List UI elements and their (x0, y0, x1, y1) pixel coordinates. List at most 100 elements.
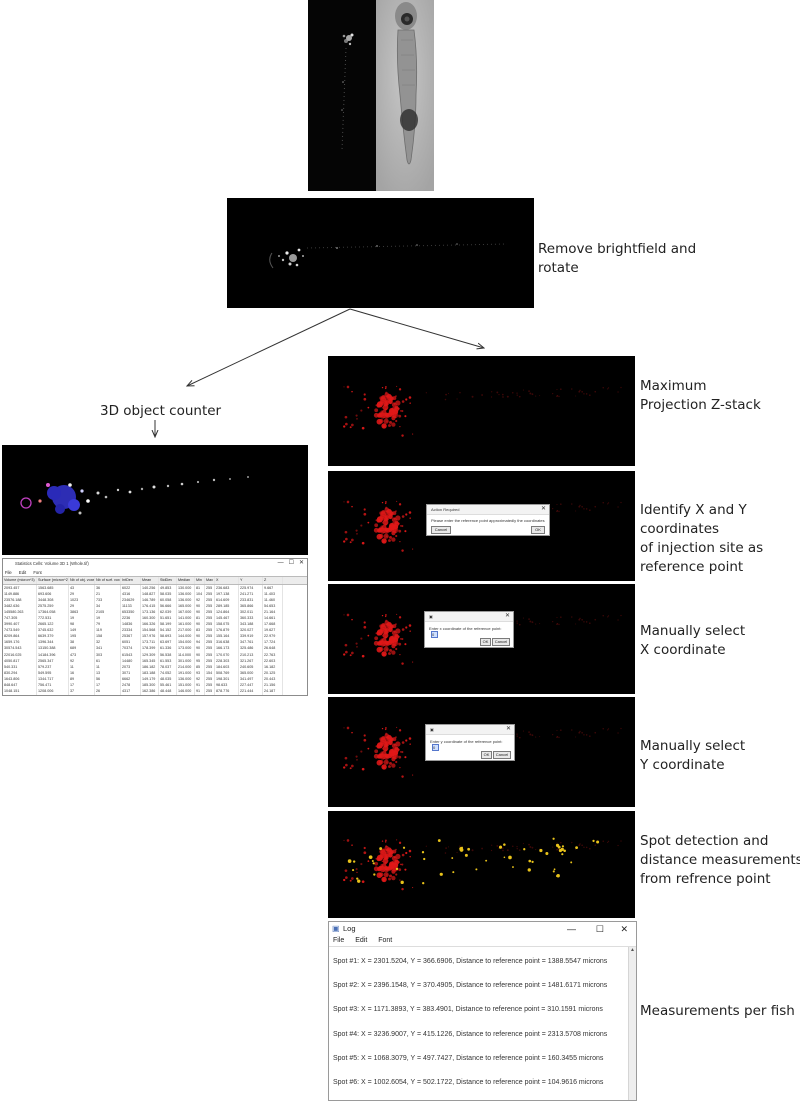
menu-edit[interactable]: Edit (18, 570, 27, 575)
close-icon[interactable]: ✕ (505, 726, 511, 732)
column-header[interactable]: StdDev (159, 577, 177, 584)
table-cell: 56.538 (159, 651, 177, 658)
close-icon[interactable]: ✕ (540, 506, 546, 512)
table-cell: 114.000 (177, 651, 195, 658)
column-header[interactable]: Nb of obj. voxels (70, 577, 95, 584)
column-header[interactable]: Min (195, 577, 205, 584)
table-cell: 157.976 (141, 633, 159, 640)
menu-edit[interactable]: Edit (355, 937, 368, 944)
table-cell: 11 (95, 663, 121, 670)
cell-dot (385, 623, 389, 626)
cell-dot (351, 390, 353, 393)
column-header[interactable]: IntDen (121, 577, 141, 584)
menu-file[interactable]: File (333, 937, 345, 944)
log-scrollbar[interactable]: ▲ (628, 947, 636, 1100)
cell-dot (389, 850, 394, 855)
cell-dot (385, 641, 388, 645)
cell-dot (374, 523, 379, 528)
cell-dot (385, 754, 388, 758)
maximize-icon[interactable]: ☐ (595, 924, 604, 934)
menu-font[interactable]: Font (378, 937, 393, 944)
scroll-up-icon[interactable]: ▲ (630, 947, 635, 953)
cell-dot (400, 525, 402, 527)
cancel-button[interactable]: Cancel (492, 638, 510, 646)
column-header[interactable]: X (215, 577, 239, 584)
column-header[interactable]: Y (239, 577, 263, 584)
cancel-button[interactable]: Cancel (493, 751, 511, 759)
ok-button[interactable]: OK (481, 751, 492, 759)
cell-dot (594, 844, 597, 847)
column-header[interactable]: Mean (141, 577, 159, 584)
table-row[interactable]: 425972.063200372.678678551801002166172.3… (3, 693, 307, 695)
ok-button[interactable]: OK (531, 526, 545, 534)
cell-dot (393, 856, 396, 859)
column-header[interactable]: Nb of surf. voxels (96, 577, 121, 584)
table-cell: 26 (95, 687, 121, 694)
table-cell: 162.386 (141, 687, 159, 694)
table-cell: 301.000 (177, 657, 195, 664)
menu-font[interactable]: Font (33, 570, 42, 575)
close-icon[interactable]: ✕ (504, 613, 510, 619)
cell-dot (502, 393, 504, 396)
cell-dot (408, 396, 412, 399)
x-coordinate-input[interactable]: 0 (431, 631, 438, 638)
cell-dot (408, 737, 412, 740)
cell-dot (400, 751, 402, 753)
cell-dot (380, 737, 387, 744)
cell-dot (345, 763, 348, 767)
cell-dot (397, 635, 400, 638)
minimize-icon[interactable]: — (567, 924, 576, 934)
menu-file[interactable]: File (5, 570, 12, 575)
cell-dot (351, 877, 354, 880)
cell-dot (363, 393, 366, 396)
detected-spot (379, 847, 383, 851)
column-header[interactable]: Surface (micron^2) (38, 577, 69, 584)
column-header[interactable]: Median (177, 577, 195, 584)
ok-button[interactable]: OK (480, 638, 491, 646)
column-header[interactable]: Volume (micron^3) (3, 577, 37, 584)
cell-dot (343, 614, 345, 616)
table-cell: 2236 (121, 615, 141, 622)
table-cell: 58.693 (159, 633, 177, 640)
detected-spot (561, 845, 565, 848)
cell-dot (571, 503, 573, 505)
cell-dot (382, 653, 385, 656)
detected-spot (372, 862, 375, 865)
cell-dot (401, 887, 404, 891)
table-cell: 347.761 (239, 639, 263, 646)
column-header[interactable]: Max (205, 577, 215, 584)
table-cell: 130.000 (177, 585, 195, 592)
column-header[interactable]: Z (263, 577, 283, 584)
window-controls[interactable]: — ☐ ✕ (277, 560, 304, 566)
cell-dot (583, 621, 585, 623)
cancel-button[interactable]: Cancel (431, 526, 451, 534)
table-cell: 772.531 (37, 615, 69, 622)
cell-dot (375, 519, 378, 522)
y-coordinate-input[interactable]: 0 (432, 744, 439, 751)
cell-dot (556, 388, 558, 391)
table-cell: 19.627 (263, 627, 283, 634)
close-icon[interactable]: ✕ (620, 924, 628, 934)
results-table-menubar: File Edit Font (3, 569, 307, 576)
table-cell: 154.568 (141, 627, 159, 634)
cell-dot (560, 388, 562, 390)
cell-dot (581, 844, 583, 847)
